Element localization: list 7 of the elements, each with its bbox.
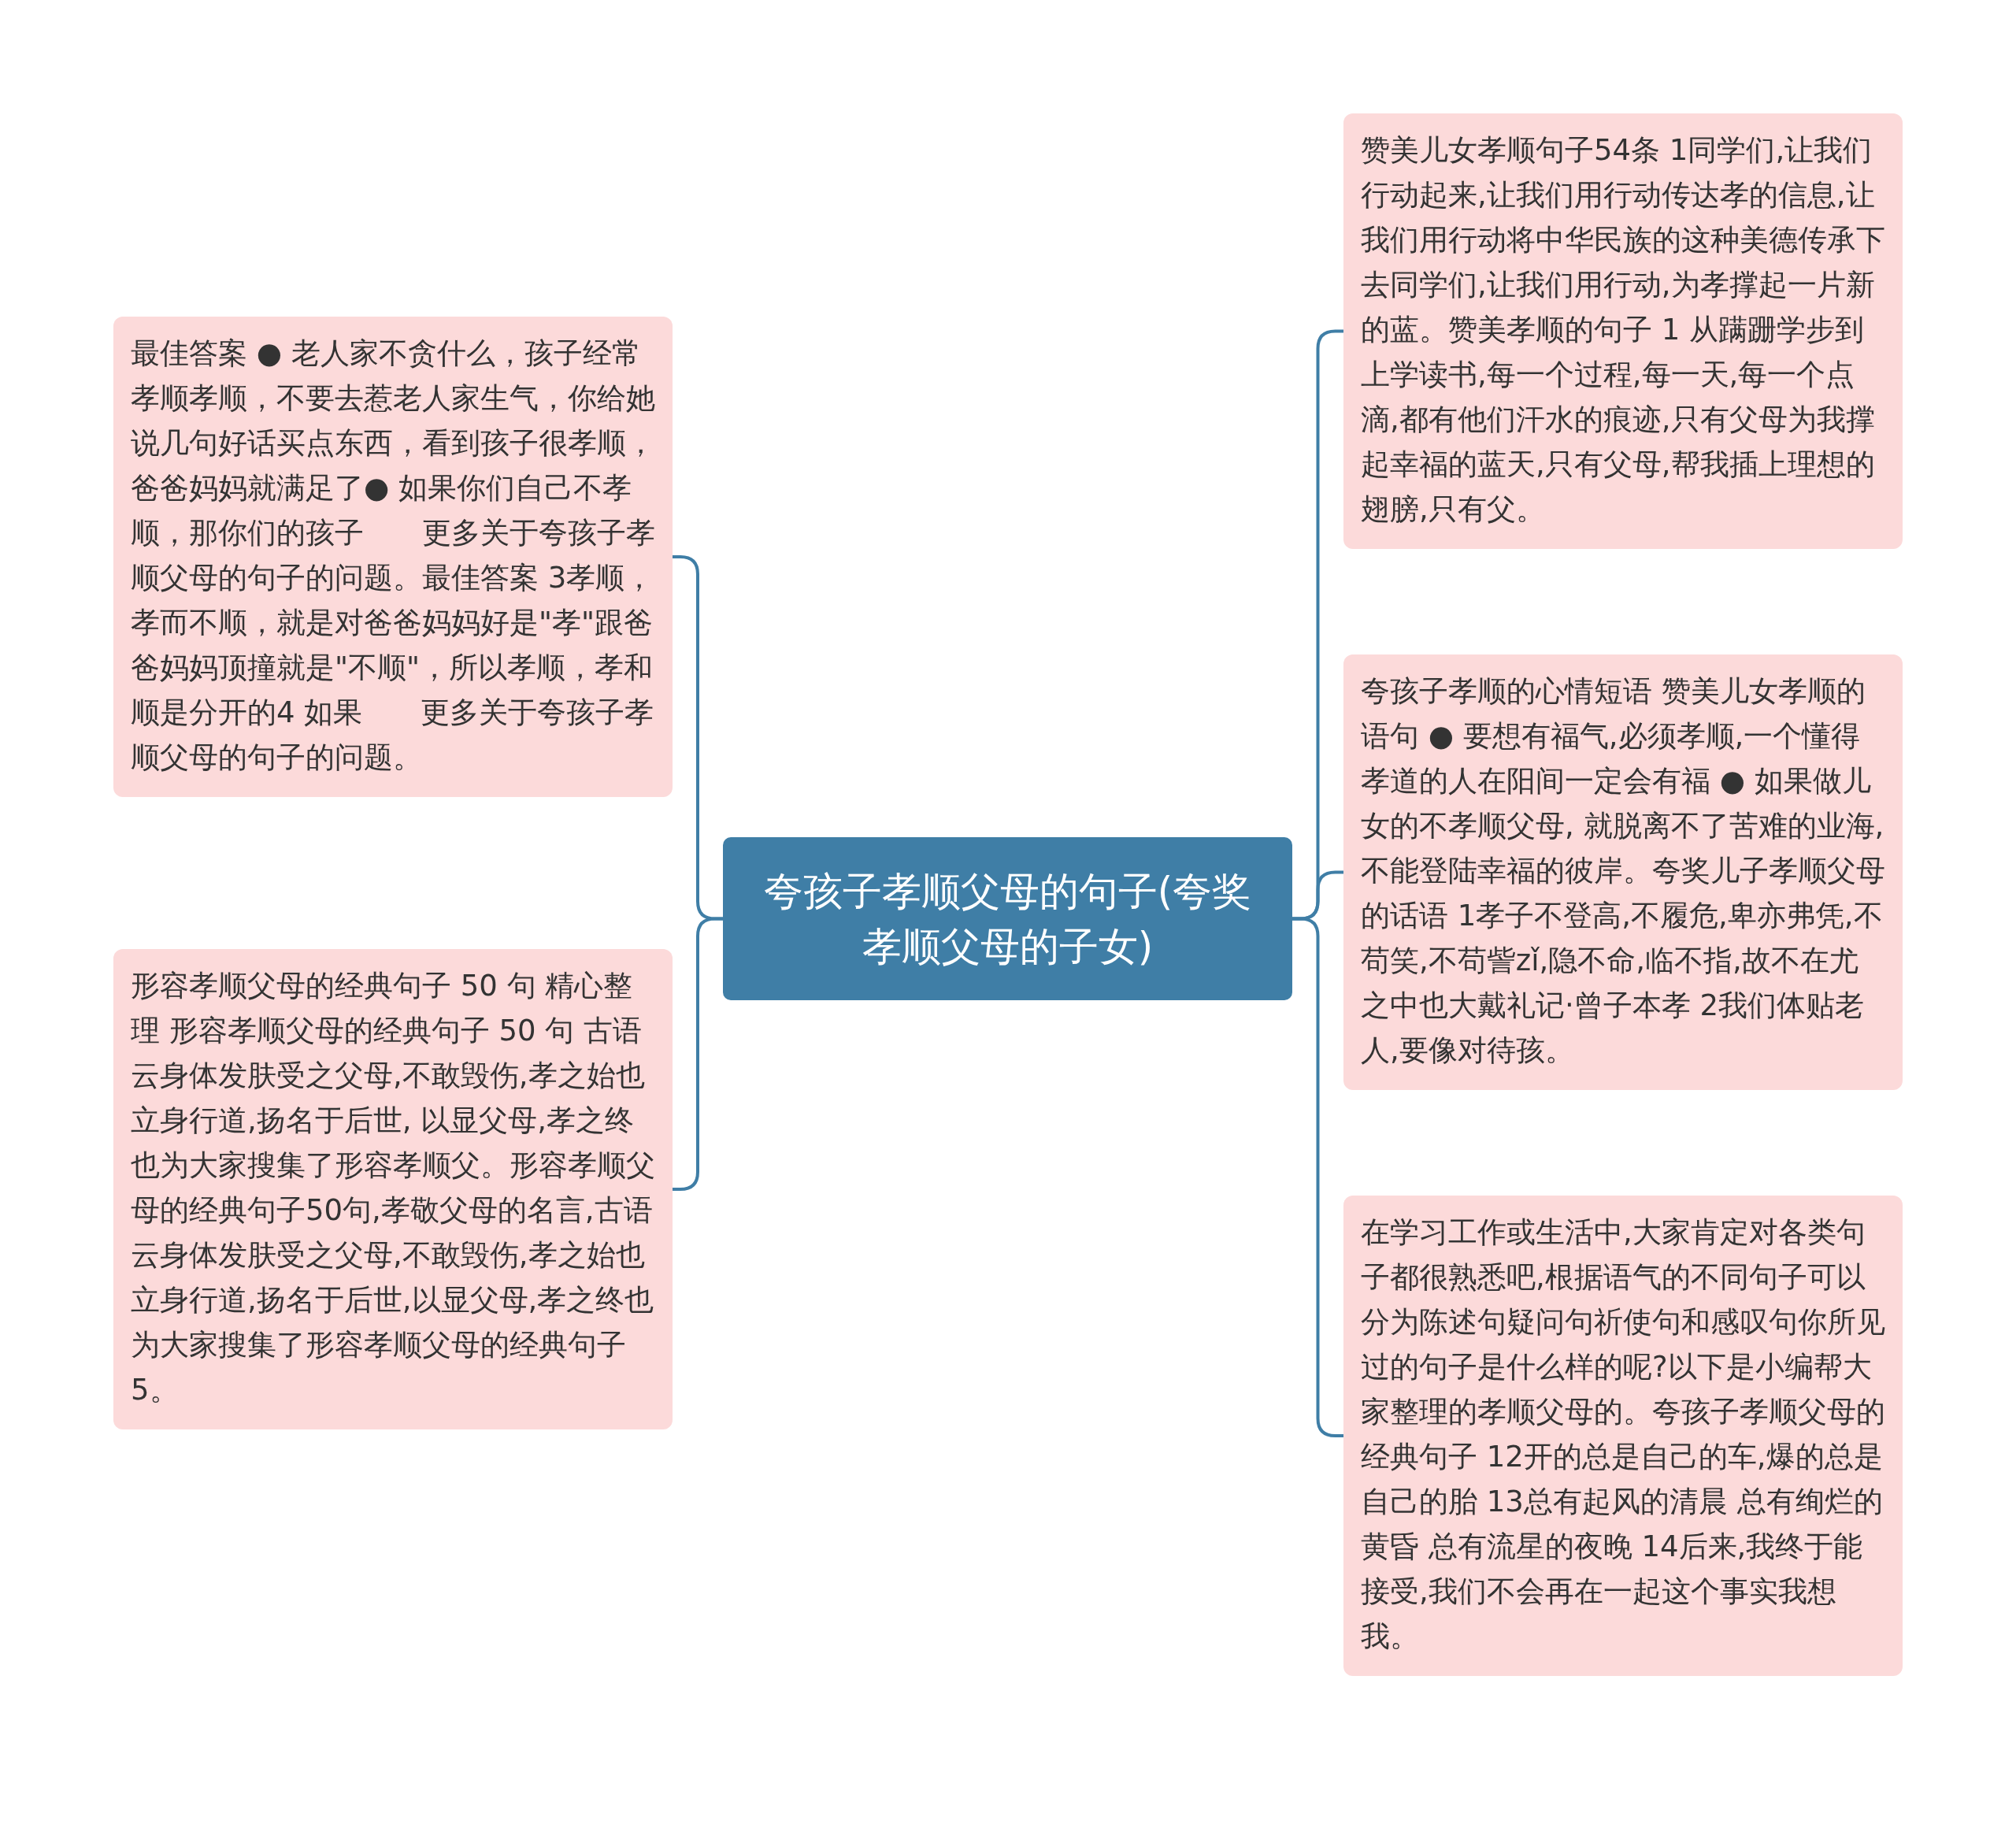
central-topic-box xyxy=(723,837,1292,1000)
card-text: 赞美儿女孝顺句子54条 1同学们,让我们行动起来,让我们用行动传达孝的信息,让我们用行动将中华民族的这种美德传承下去同学们,让我们用行动,为孝撑起一片新的蓝。赞美孝顺的句子 1 从蹒跚学步到上学读书,每一个过程,每一天,每一个点滴,都有他们汗水的痕迹,只有父母为我撑起幸福的蓝天,只有父母,帮我插上理想的翅膀,只有父。 xyxy=(1361,132,1886,528)
card-text: 形容孝顺父母的经典句子 50 句 精心整理 形容孝顺父母的经典句子 50 句 古语云身体发肤受之父母,不敢毁伤,孝之始也立身行道,扬名于后世, 以显父母,孝之终也为大家搜集了形容孝顺父。形容孝顺父母的经典句子50句,孝敬父母的名言,古语云身体发肤受之父母,不敢毁伤,孝之始也立身行道,扬名于后世,以显父母,孝之终也为大家搜集了形容孝顺父母的经典句子5。 xyxy=(131,968,656,1408)
card-text: 在学习工作或生活中,大家肯定对各类句子都很熟悉吧,根据语气的不同句子可以分为陈述句疑问句祈使句和感叹句你所见过的句子是什么样的呢?以下是小编帮大家整理的孝顺父母的。夸孩子孝顺父母的经典句子 12开的总是自己的车,爆的总是自己的胎 13总有起风的清晨 总有绚烂的黄昏 总有流星的夜晚 14后来,我终于能接受,我们不会再在一起这个事实我想我。 xyxy=(1361,1214,1886,1655)
card-text: 最佳答案 ● 老人家不贪什么，孩子经常孝顺孝顺，不要去惹老人家生气，你给她说几句好话买点东西，看到孩子很孝顺，爸爸妈妈就满足了● 如果你们自己不孝顺，那你们的孩子 更多关于夸孩子孝顺父母的句子的问题。最佳答案 3孝顺，孝而不顺，就是对爸爸妈妈好是"孝"跟爸爸妈妈顶撞就是"不顺"，所以孝顺，孝和顺是分开的4 如果 更多关于夸孩子孝顺父母的句子的问题。 xyxy=(131,336,656,776)
card-text: 夸孩子孝顺的心情短语 赞美儿女孝顺的语句 ● 要想有福气,必须孝顺,一个懂得孝道的人在阳间一定会有福 ● 如果做儿女的不孝顺父母, 就脱离不了苦难的业海, 不能登陆幸福的彼岸。夸奖儿子孝顺父母的话语 1孝子不登高,不履危,卑亦弗凭,不苟笑,不苟訾zǐ,隐不命,临不指,故不在尤之中也大戴礼记·曾子本孝 2我们体贴老人,要像对待孩。 xyxy=(1361,673,1886,1069)
topic-title: 夸孩子孝顺父母的句子(夸奖孝顺父母的子女) xyxy=(762,867,1253,971)
